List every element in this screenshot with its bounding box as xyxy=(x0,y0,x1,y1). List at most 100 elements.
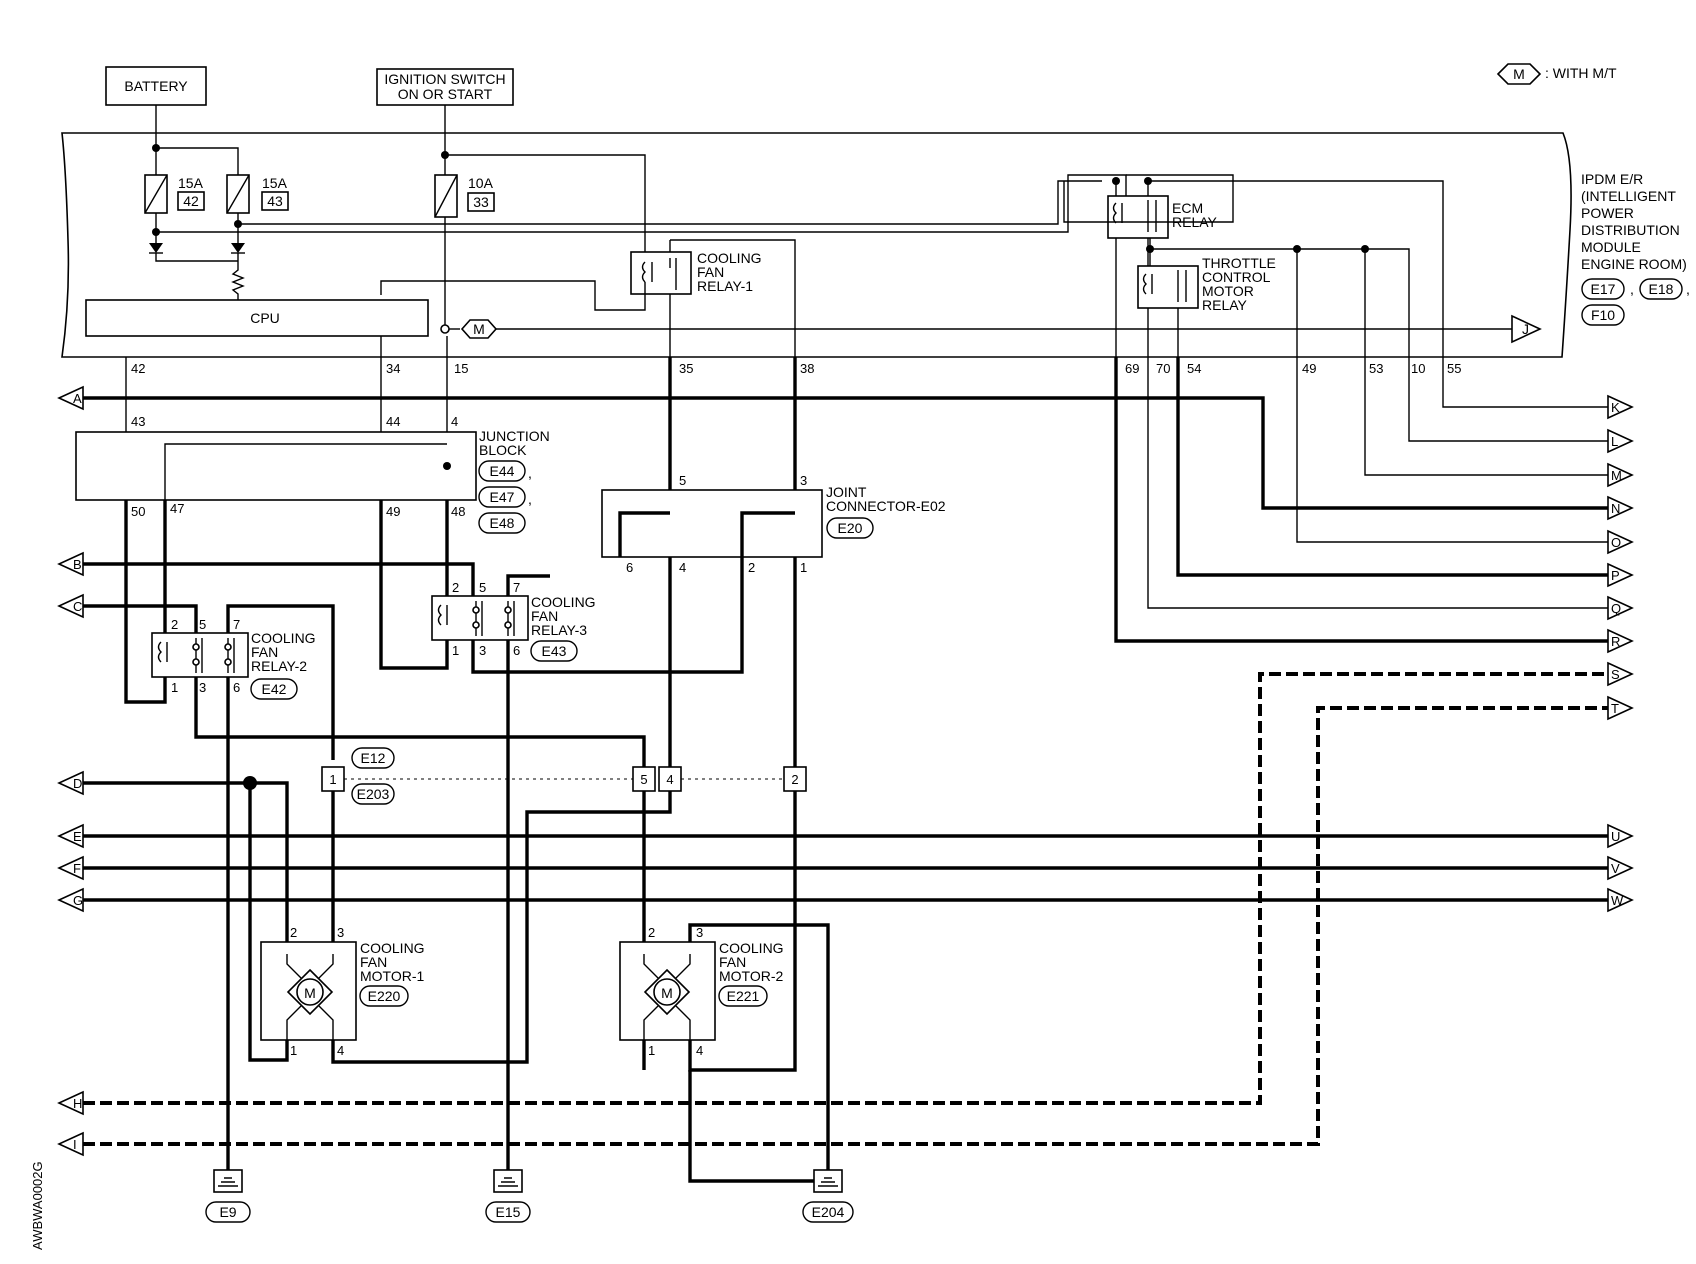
svg-text:2: 2 xyxy=(171,617,178,632)
svg-text:E: E xyxy=(73,829,82,844)
svg-text:70: 70 xyxy=(1156,361,1170,376)
ipdm-outline xyxy=(61,132,1572,358)
battery-label: BATTERY xyxy=(124,78,188,94)
fuse-43: 15A 43 xyxy=(226,174,289,214)
svg-text:M: M xyxy=(1611,468,1622,483)
svg-text:53: 53 xyxy=(1369,361,1383,376)
svg-text:6: 6 xyxy=(233,680,240,695)
svg-text:G: G xyxy=(73,893,83,908)
svg-text:(INTELLIGENT: (INTELLIGENT xyxy=(1581,188,1676,204)
svg-text:F10: F10 xyxy=(1591,307,1615,323)
svg-text:35: 35 xyxy=(679,361,693,376)
svg-text:2: 2 xyxy=(748,560,755,575)
svg-text:,: , xyxy=(528,491,532,507)
svg-text:U: U xyxy=(1611,829,1620,844)
svg-text:FAN: FAN xyxy=(251,644,278,660)
ignition-wiring: M J xyxy=(440,105,1542,344)
legend-text: : WITH M/T xyxy=(1545,65,1617,81)
svg-text:4: 4 xyxy=(696,1043,703,1058)
svg-text:RELAY: RELAY xyxy=(1202,297,1248,313)
left-connector-arrows: A B C D E F G H I xyxy=(57,385,84,1157)
svg-text:E220: E220 xyxy=(368,988,401,1004)
svg-text:E18: E18 xyxy=(1649,281,1674,297)
svg-text:49: 49 xyxy=(386,504,400,519)
fan-control-wiring xyxy=(124,336,799,782)
svg-text:B: B xyxy=(73,557,82,572)
svg-text:M: M xyxy=(661,985,673,1001)
svg-text:RELAY-3: RELAY-3 xyxy=(531,622,587,638)
svg-text:1: 1 xyxy=(329,772,336,787)
junction-block: JUNCTION BLOCK E44 , E47 , E48 43 44 4 5… xyxy=(75,414,550,534)
svg-text:P: P xyxy=(1611,568,1620,583)
svg-text:15A: 15A xyxy=(262,175,288,191)
svg-text:E20: E20 xyxy=(838,520,863,536)
svg-text:MOTOR-1: MOTOR-1 xyxy=(360,968,425,984)
svg-text:MODULE: MODULE xyxy=(1581,239,1641,255)
svg-text:47: 47 xyxy=(170,501,184,516)
svg-text:M: M xyxy=(304,985,316,1001)
svg-text:E221: E221 xyxy=(727,988,760,1004)
svg-text:6: 6 xyxy=(626,560,633,575)
cpu-box xyxy=(85,299,429,337)
svg-text:MOTOR-2: MOTOR-2 xyxy=(719,968,784,984)
ipdm-pin-numbers: 42 34 15 35 38 69 70 54 49 53 10 55 xyxy=(131,361,1461,376)
svg-text:33: 33 xyxy=(473,194,489,210)
svg-text:44: 44 xyxy=(386,414,400,429)
joint-connector-e02: JOINT CONNECTOR-E02 E20 5 3 6 4 2 1 xyxy=(601,473,946,575)
svg-text:L: L xyxy=(1611,434,1618,449)
svg-text:E17: E17 xyxy=(1591,281,1616,297)
svg-text:10: 10 xyxy=(1411,361,1425,376)
svg-text:FAN: FAN xyxy=(697,264,724,280)
legend-symbol: M xyxy=(1513,66,1525,82)
svg-text:5: 5 xyxy=(679,473,686,488)
svg-text:E44: E44 xyxy=(490,463,515,479)
svg-text:ECM: ECM xyxy=(1172,200,1203,216)
cpu-label: CPU xyxy=(250,310,280,326)
svg-text:DISTRIBUTION: DISTRIBUTION xyxy=(1581,222,1680,238)
bus-wiring xyxy=(83,357,1608,902)
svg-text:H: H xyxy=(73,1096,82,1111)
svg-text:3: 3 xyxy=(479,643,486,658)
svg-text:5: 5 xyxy=(479,580,486,595)
svg-text:1: 1 xyxy=(648,1043,655,1058)
cooling-fan-relay-2: COOLING FAN RELAY-2 E42 2 5 7 1 3 6 xyxy=(151,617,316,700)
svg-text:A: A xyxy=(73,391,82,406)
svg-text:W: W xyxy=(1611,893,1624,908)
battery-box xyxy=(105,66,207,106)
svg-text:RELAY-1: RELAY-1 xyxy=(697,278,753,294)
svg-text:2: 2 xyxy=(648,925,655,940)
svg-text:Q: Q xyxy=(1611,601,1621,616)
svg-text:COOLING: COOLING xyxy=(697,250,762,266)
svg-text:69: 69 xyxy=(1125,361,1139,376)
ipdm-label: IPDM E/R (INTELLIGENT POWER DISTRIBUTION… xyxy=(1581,171,1687,272)
svg-text:FAN: FAN xyxy=(360,954,387,970)
svg-text:E43: E43 xyxy=(542,643,567,659)
svg-text:COOLING: COOLING xyxy=(531,594,596,610)
svg-text:FAN: FAN xyxy=(719,954,746,970)
svg-text:R: R xyxy=(1611,634,1620,649)
svg-text:50: 50 xyxy=(131,504,145,519)
fuse-42: 15A 42 xyxy=(144,174,205,214)
svg-text:2: 2 xyxy=(791,772,798,787)
svg-text:5: 5 xyxy=(640,772,647,787)
svg-text:3: 3 xyxy=(696,925,703,940)
svg-text:48: 48 xyxy=(451,504,465,519)
svg-text:34: 34 xyxy=(386,361,400,376)
svg-text:ENGINE ROOM): ENGINE ROOM) xyxy=(1581,256,1687,272)
svg-text:S: S xyxy=(1611,667,1620,682)
ipdm-connectors: E17 , E18 , F10 xyxy=(1581,278,1690,326)
svg-text:N: N xyxy=(1611,501,1620,516)
svg-text:49: 49 xyxy=(1302,361,1316,376)
svg-text:1: 1 xyxy=(452,643,459,658)
inline-connectors: 1 E12 E203 5 4 2 xyxy=(321,747,807,805)
svg-text:CONNECTOR-E02: CONNECTOR-E02 xyxy=(826,498,946,514)
svg-text:F: F xyxy=(73,861,81,876)
svg-text:BLOCK: BLOCK xyxy=(479,442,527,458)
svg-text:55: 55 xyxy=(1447,361,1461,376)
svg-text:2: 2 xyxy=(290,925,297,940)
svg-text:10A: 10A xyxy=(468,175,494,191)
svg-text:7: 7 xyxy=(513,580,520,595)
svg-text:2: 2 xyxy=(452,580,459,595)
svg-text:3: 3 xyxy=(800,473,807,488)
figure-code: AWBWA0002G xyxy=(30,1161,45,1250)
